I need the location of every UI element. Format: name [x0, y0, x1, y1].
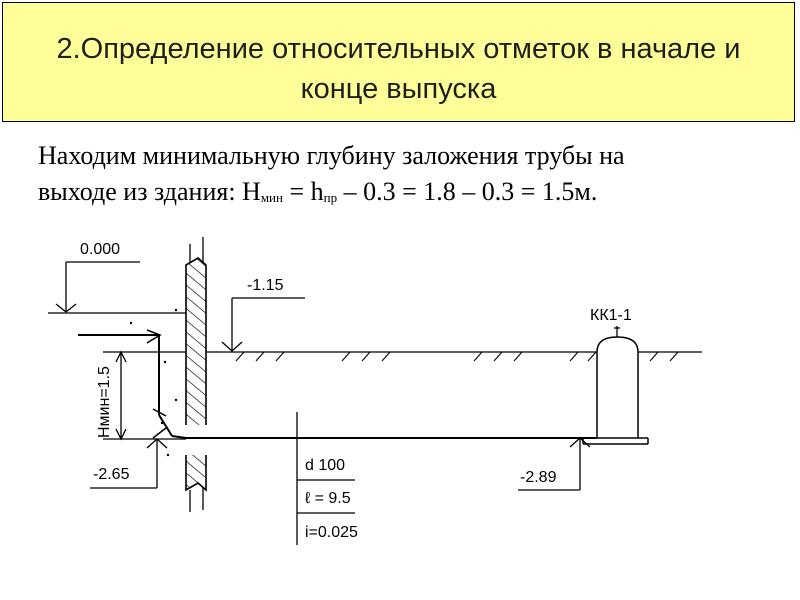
pipe-start-level-marker: -2.65	[90, 438, 168, 489]
intro-sub-min: мин	[260, 190, 283, 205]
building-wall-lower	[185, 455, 207, 512]
elev-pipe-end: -2.89	[520, 469, 557, 486]
intro-prefix: выходе из здания: H	[38, 177, 261, 206]
intro-sub-pr: пр	[323, 190, 338, 205]
floor-level-marker: 0.000	[48, 241, 186, 314]
intro-text: Находим минимальную глубину заложения тр…	[38, 138, 778, 216]
internal-riser	[78, 308, 187, 457]
ground-hatch	[235, 351, 679, 362]
pipe-length: ℓ = 9.5	[305, 490, 351, 507]
title-banner: 2.Определение относительных отметок в на…	[2, 2, 795, 122]
elev-floor: 0.000	[80, 241, 120, 258]
slide-title-line1: 2.Определение относительных отметок в на…	[56, 33, 741, 65]
ground-surface	[206, 351, 702, 362]
elev-pipe-start: -2.65	[93, 466, 130, 483]
pipe-params: d 100 ℓ = 9.5 i=0.025	[296, 412, 358, 545]
intro-suffix: – 0.3 = 1.8 – 0.3 = 1.5м.	[337, 177, 598, 206]
building-wall-upper	[185, 237, 207, 425]
pipe-end-level-marker: -2.89	[518, 437, 591, 491]
hmin-dimension: Нмин=1.5	[96, 350, 186, 441]
intro-mid: = h	[282, 177, 324, 206]
pipe-slope: i=0.025	[305, 524, 358, 541]
elev-ground: -1.15	[247, 277, 284, 294]
hmin-label: Нмин=1.5	[96, 366, 113, 438]
manhole-kk1-1: КК1-1	[582, 307, 649, 445]
ground-level-marker: -1.15	[221, 277, 305, 352]
slide-title-line2: конце выпуска	[300, 73, 497, 105]
slide-title: 2.Определение относительных отметок в на…	[3, 29, 794, 109]
well-label: КК1-1	[590, 307, 632, 324]
intro-line1: Находим минимальную глубину заложения тр…	[38, 141, 625, 170]
pipe-diameter: d 100	[305, 457, 345, 474]
